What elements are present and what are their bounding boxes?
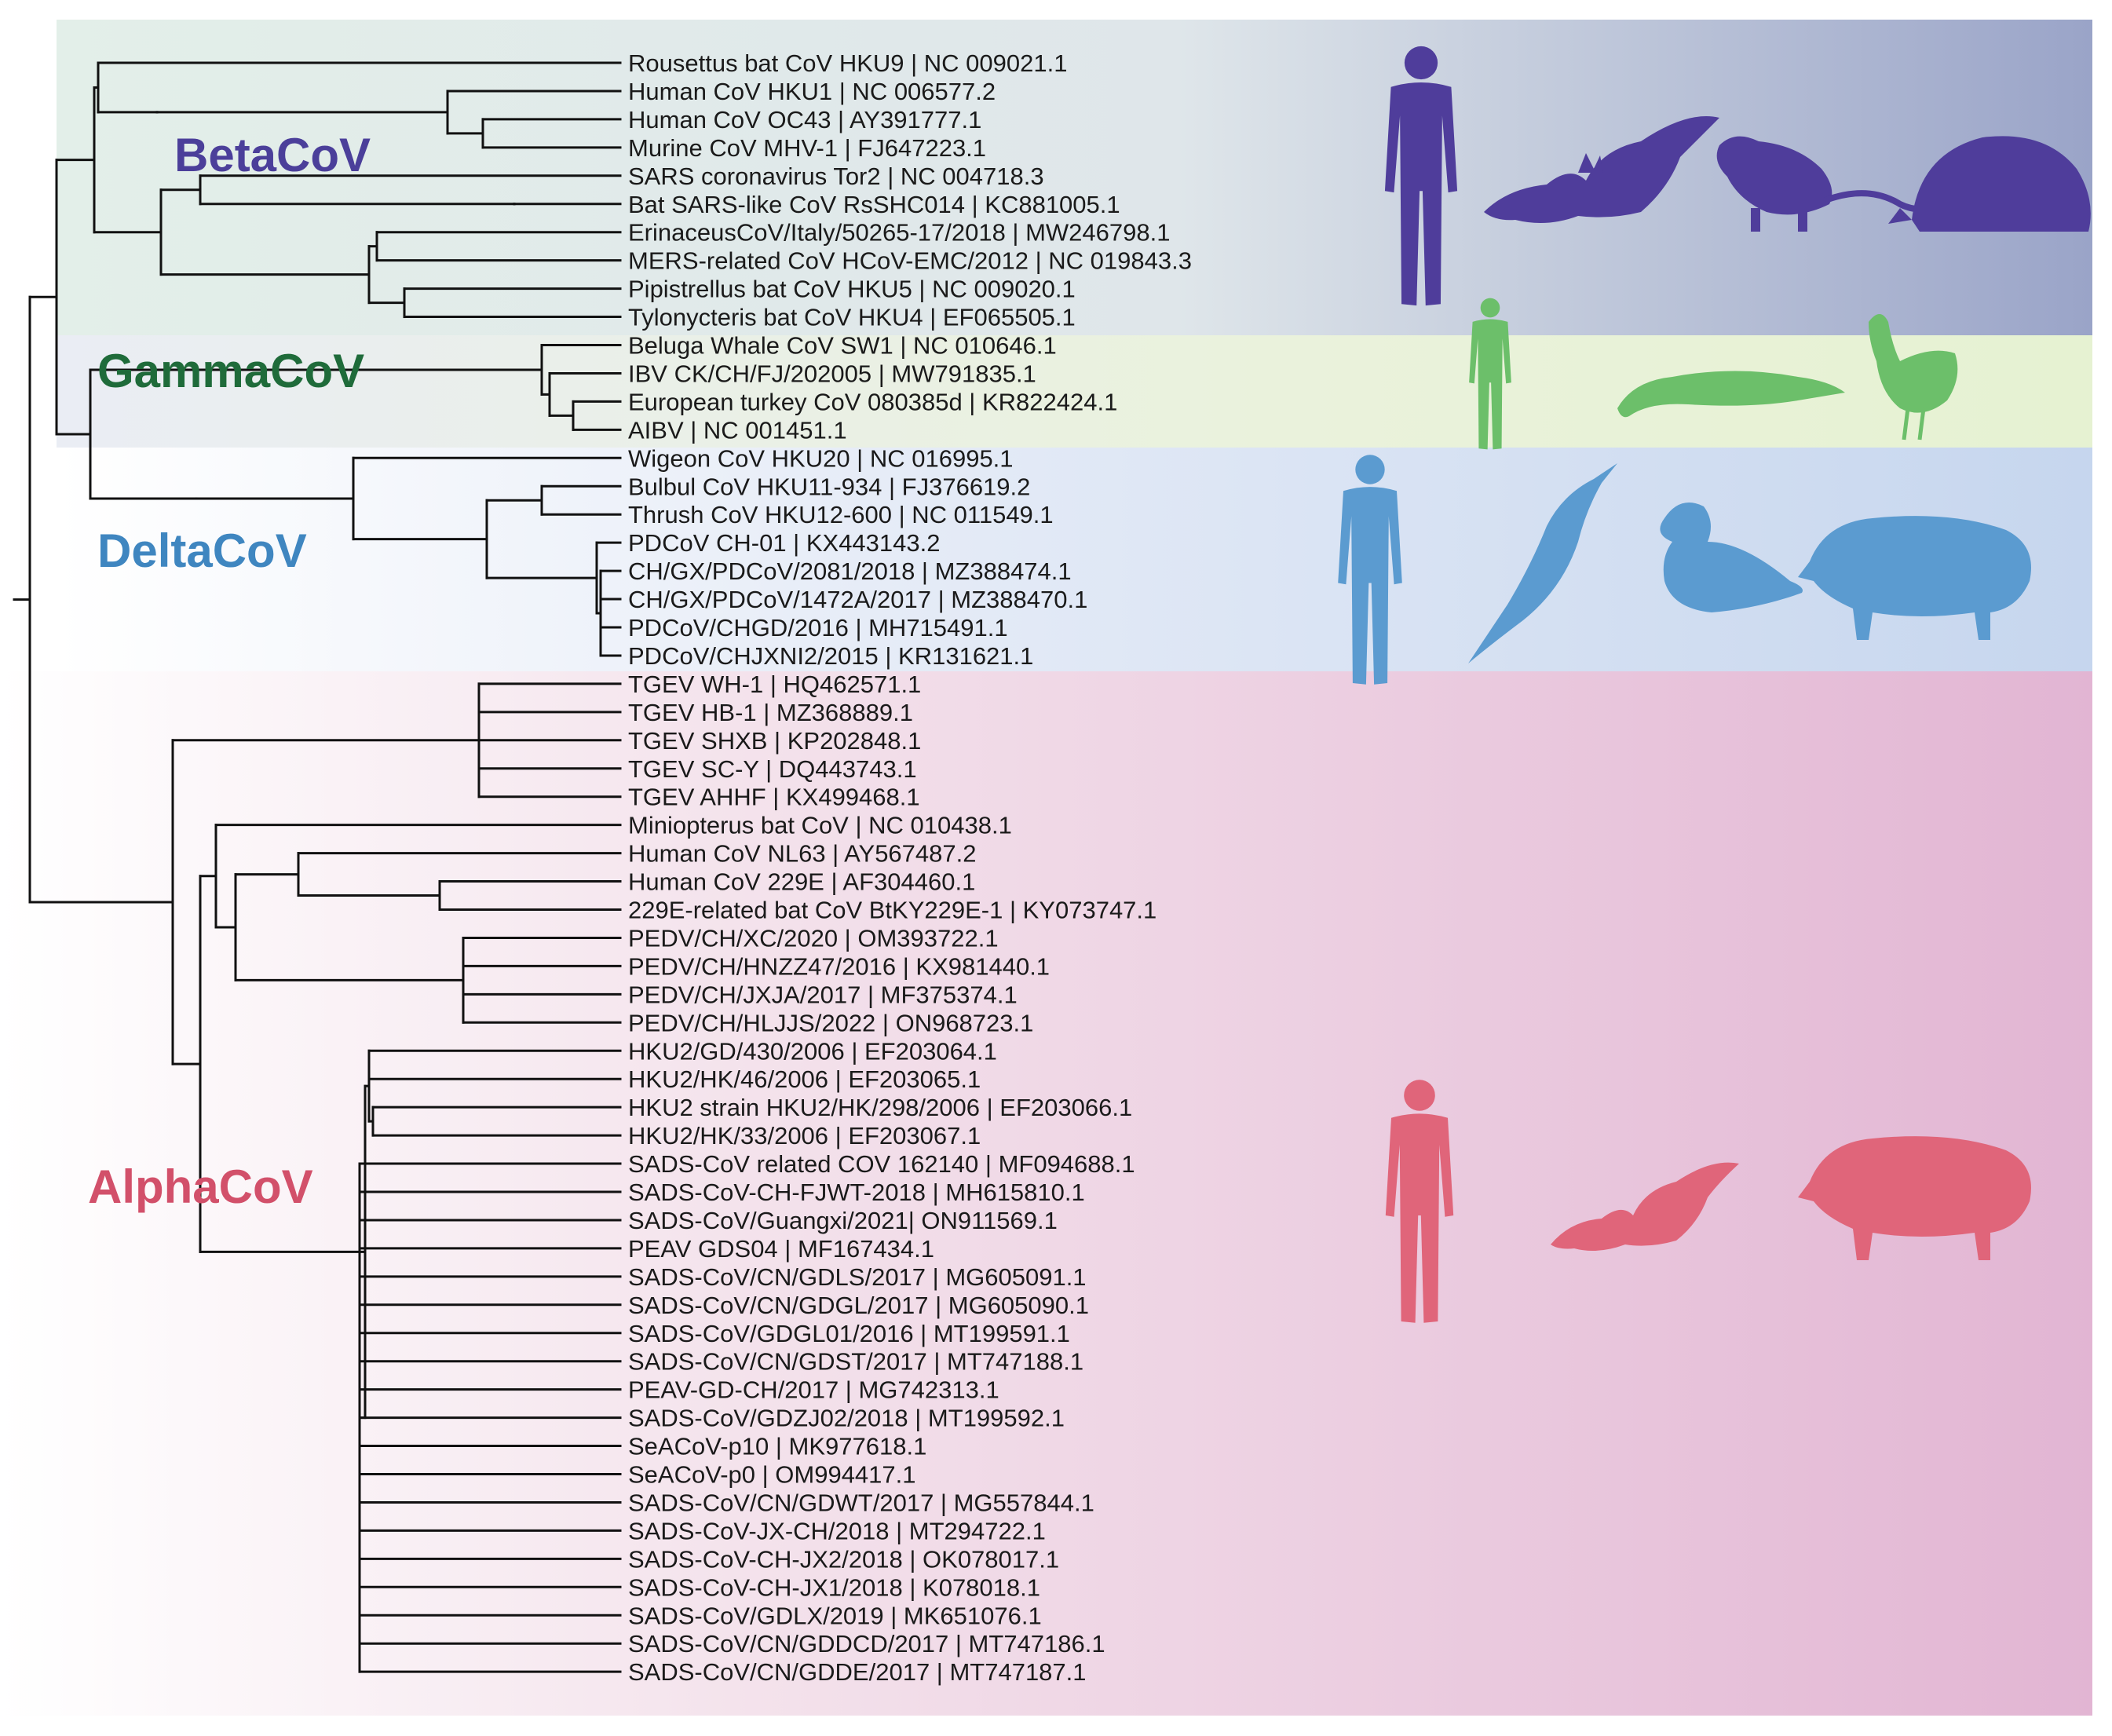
- leaf-label: SADS-CoV/CN/GDWT/2017 | MG557844.1: [628, 1489, 1094, 1516]
- leaf-label: AIBV | NC 001451.1: [628, 416, 847, 444]
- leaf-label: Human CoV NL63 | AY567487.2: [628, 840, 977, 868]
- leaf-label: SADS-CoV/GDZJ02/2018 | MT199592.1: [628, 1405, 1065, 1432]
- leaf-label: 229E-related bat CoV BtKY229E-1 | KY0737…: [628, 897, 1156, 924]
- leaf-label: Miniopterus bat CoV | NC 010438.1: [628, 812, 1012, 839]
- leaf-label: PDCoV CH-01 | KX443143.2: [628, 529, 941, 557]
- leaf-labels: Rousettus bat CoV HKU9 | NC 009021.1Huma…: [628, 49, 1192, 1686]
- leaf-label: PEAV GDS04 | MF167434.1: [628, 1235, 934, 1263]
- leaf-label: SADS-CoV/CN/GDST/2017 | MT747188.1: [628, 1348, 1083, 1376]
- tree-branches: [13, 61, 622, 1673]
- human-icon: [1384, 46, 1458, 306]
- leaf-label: SADS-CoV-JX-CH/2018 | MT294722.1: [628, 1517, 1046, 1544]
- leaf-label: Tylonycteris bat CoV HKU4 | EF065505.1: [628, 304, 1076, 331]
- leaf-label: TGEV WH-1 | HQ462571.1: [628, 671, 921, 698]
- leaf-label: PDCoV/CHGD/2016 | MH715491.1: [628, 614, 1008, 641]
- leaf-label: Rousettus bat CoV HKU9 | NC 009021.1: [628, 49, 1067, 77]
- human-icon: [1385, 1080, 1454, 1323]
- leaf-label: PDCoV/CHJXNI2/2015 | KR131621.1: [628, 642, 1033, 670]
- leaf-label: SADS-CoV/CN/GDLS/2017 | MG605091.1: [628, 1263, 1087, 1291]
- alpha-band: [0, 671, 2092, 1716]
- leaf-label: SADS-CoV related COV 162140 | MF094688.1: [628, 1150, 1135, 1178]
- bat-icon: [1551, 1162, 1739, 1252]
- leaf-label: TGEV SC-Y | DQ443743.1: [628, 755, 917, 783]
- leaf-label: PEDV/CH/HNZZ47/2016 | KX981440.1: [628, 952, 1050, 980]
- leaf-label: Beluga Whale CoV SW1 | NC 010646.1: [628, 332, 1057, 360]
- leaf-label: HKU2/GD/430/2006 | EF203064.1: [628, 1037, 997, 1065]
- leaf-label: SeACoV-p0 | OM994417.1: [628, 1461, 916, 1489]
- leaf-label: SADS-CoV-CH-FJWT-2018 | MH615810.1: [628, 1179, 1085, 1206]
- clade-label-alpha: AlphaCoV: [88, 1160, 313, 1213]
- leaf-label: Human CoV 229E | AF304460.1: [628, 868, 975, 896]
- leaf-label: SADS-CoV/CN/GDGL/2017 | MG605090.1: [628, 1292, 1089, 1319]
- leaf-label: SADS-CoV/Guangxi/2021| ON911569.1: [628, 1207, 1058, 1234]
- leaf-label: Human CoV OC43 | AY391777.1: [628, 106, 981, 133]
- clade-label-delta: DeltaCoV: [97, 524, 307, 577]
- bat-icon: [1484, 116, 1719, 223]
- leaf-label: PEAV-GD-CH/2017 | MG742313.1: [628, 1376, 999, 1404]
- leaf-label: CH/GX/PDCoV/2081/2018 | MZ388474.1: [628, 557, 1072, 585]
- clade-label-beta: BetaCoV: [174, 129, 371, 181]
- leaf-label: SADS-CoV/CN/GDDE/2017 | MT747187.1: [628, 1658, 1087, 1686]
- leaf-label: Thrush CoV HKU12-600 | NC 011549.1: [628, 501, 1054, 528]
- leaf-label: Bat SARS-like CoV RsSHC014 | KC881005.1: [628, 191, 1120, 218]
- pig-icon: [1798, 1136, 2031, 1260]
- leaf-label: HKU2/HK/46/2006 | EF203065.1: [628, 1065, 981, 1093]
- leaf-label: European turkey CoV 080385d | KR822424.1: [628, 388, 1117, 415]
- chicken-icon: [1869, 314, 1958, 440]
- leaf-label: SADS-CoV-CH-JX1/2018 | K078018.1: [628, 1573, 1040, 1601]
- leaf-label: SADS-CoV/GDGL01/2016 | MT199591.1: [628, 1320, 1070, 1347]
- whale-icon: [1617, 371, 1845, 418]
- leaf-label: SADS-CoV-CH-JX2/2018 | OK078017.1: [628, 1545, 1059, 1573]
- hedgehog-icon: [1888, 136, 2091, 232]
- leaf-label: HKU2 strain HKU2/HK/298/2006 | EF203066.…: [628, 1094, 1132, 1121]
- leaf-label: Wigeon CoV HKU20 | NC 016995.1: [628, 444, 1014, 472]
- leaf-label: TGEV AHHF | KX499468.1: [628, 784, 920, 811]
- leaf-label: HKU2/HK/33/2006 | EF203067.1: [628, 1122, 981, 1149]
- leaf-label: Bulbul CoV HKU11-934 | FJ376619.2: [628, 473, 1030, 500]
- leaf-label: PEDV/CH/JXJA/2017 | MF375374.1: [628, 981, 1018, 1008]
- leaf-label: Pipistrellus bat CoV HKU5 | NC 009020.1: [628, 276, 1076, 303]
- human-icon: [1338, 455, 1402, 685]
- bird-icon: [1468, 463, 1617, 663]
- rodent-icon: [1716, 136, 1936, 232]
- leaf-label: PEDV/CH/HLJJS/2022 | ON968723.1: [628, 1009, 1033, 1036]
- duck-icon: [1660, 503, 1803, 612]
- pig-icon: [1798, 516, 2031, 640]
- leaf-label: PEDV/CH/XC/2020 | OM393722.1: [628, 924, 999, 952]
- clade-label-gamma: GammaCoV: [97, 345, 364, 397]
- leaf-label: SARS coronavirus Tor2 | NC 004718.3: [628, 163, 1044, 190]
- leaf-label: IBV CK/CH/FJ/202005 | MW791835.1: [628, 360, 1036, 387]
- leaf-label: Murine CoV MHV-1 | FJ647223.1: [628, 134, 986, 162]
- leaf-label: TGEV HB-1 | MZ368889.1: [628, 699, 913, 726]
- leaf-label: SeACoV-p10 | MK977618.1: [628, 1433, 926, 1460]
- leaf-label: SADS-CoV/CN/GDDCD/2017 | MT747186.1: [628, 1630, 1105, 1657]
- delta-band: [57, 448, 2092, 671]
- leaf-label: TGEV SHXB | KP202848.1: [628, 727, 921, 755]
- human-icon: [1469, 298, 1511, 450]
- leaf-label: CH/GX/PDCoV/1472A/2017 | MZ388470.1: [628, 586, 1087, 613]
- leaf-label: SADS-CoV/GDLX/2019 | MK651076.1: [628, 1602, 1042, 1629]
- leaf-label: Human CoV HKU1 | NC 006577.2: [628, 78, 996, 105]
- leaf-label: ErinaceusCoV/Italy/50265-17/2018 | MW246…: [628, 219, 1170, 247]
- leaf-label: MERS-related CoV HCoV-EMC/2012 | NC 0198…: [628, 247, 1192, 275]
